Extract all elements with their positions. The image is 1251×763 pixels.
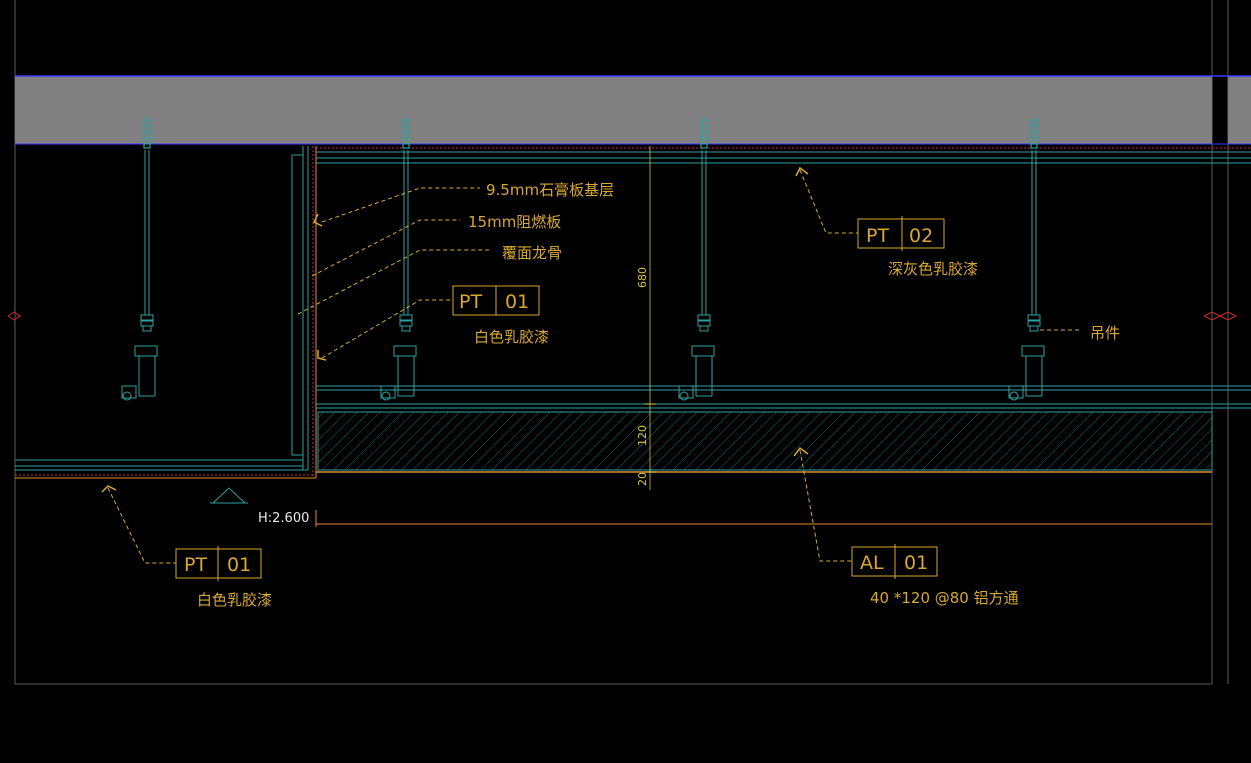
label-hanger: 吊件 <box>1090 324 1120 342</box>
upper-ceiling-layers <box>316 147 1251 164</box>
level-mark <box>210 487 1212 527</box>
leader-lines <box>107 169 1080 564</box>
hanger-rod-2 <box>380 115 417 401</box>
dim-680: 680 <box>636 267 649 288</box>
level-text: H:2.600 <box>258 511 309 526</box>
hanger-rod-3 <box>678 115 715 401</box>
svg-text:02: 02 <box>909 225 933 247</box>
dim-20: 20 <box>636 472 649 486</box>
concrete-slab-right <box>1228 76 1251 144</box>
dim-120: 120 <box>636 425 649 446</box>
dimension-line <box>644 146 656 490</box>
label-aluminum-tube: 40 *120 @80 铝方通 <box>870 589 1019 607</box>
svg-text:01: 01 <box>227 554 251 576</box>
label-fire-board: 15mm阻燃板 <box>468 213 561 231</box>
concrete-slab <box>15 76 1212 144</box>
svg-text:AL: AL <box>860 552 884 574</box>
tag-al01: AL 01 <box>851 544 938 579</box>
svg-text:01: 01 <box>505 291 529 313</box>
drop-wall <box>291 146 317 478</box>
label-white-latex-upper: 白色乳胶漆 <box>474 328 549 346</box>
svg-text:PT: PT <box>459 291 482 313</box>
aluminum-tube-ceiling <box>316 385 1251 473</box>
tag-pt01-lower: PT 01 <box>175 546 262 581</box>
label-cover-keel: 覆面龙骨 <box>502 244 562 262</box>
hanger-rod-1 <box>121 115 158 401</box>
label-white-latex-lower: 白色乳胶漆 <box>197 591 272 609</box>
tag-pt02: PT 02 <box>857 216 945 251</box>
svg-text:PT: PT <box>184 554 207 576</box>
svg-text:01: 01 <box>904 552 928 574</box>
lower-ceiling-left <box>15 459 316 479</box>
hanger-rod-4 <box>1008 115 1045 401</box>
section-markers <box>7 311 1238 321</box>
leader-arrows <box>101 166 809 493</box>
label-gypsum-base: 9.5mm石膏板基层 <box>486 181 614 199</box>
svg-text:PT: PT <box>866 225 889 247</box>
label-dark-grey-latex: 深灰色乳胶漆 <box>888 260 978 278</box>
tag-pt01-upper: PT 01 <box>452 285 540 316</box>
